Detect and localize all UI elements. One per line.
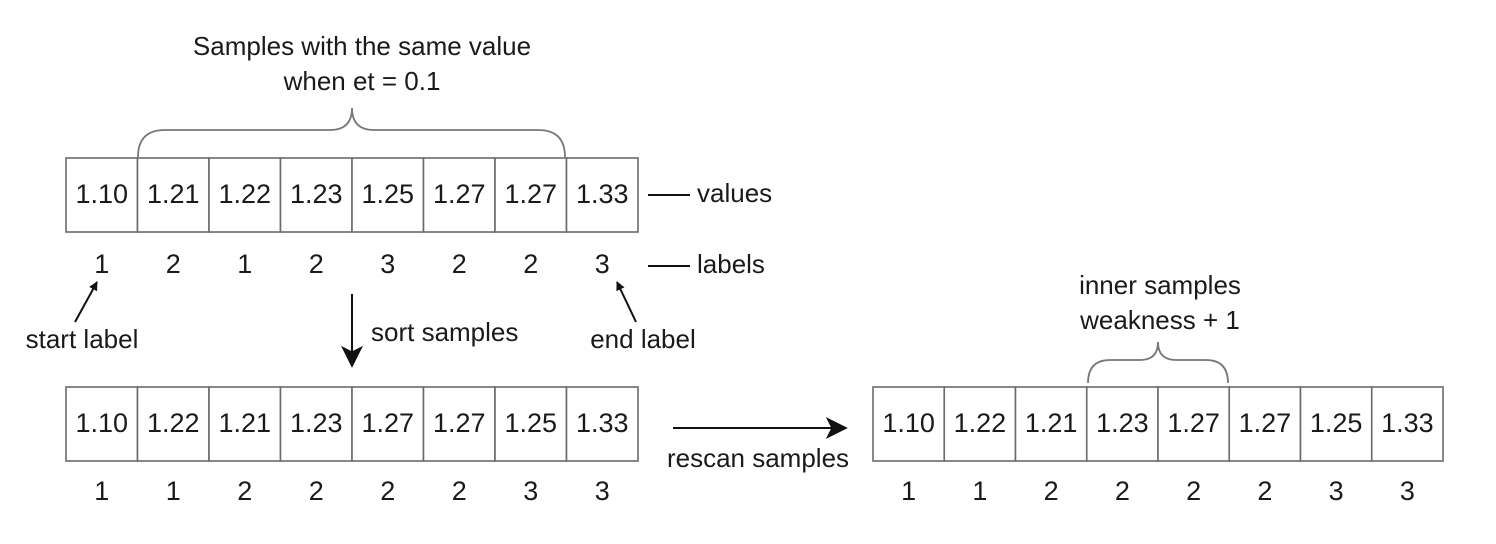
rescanned-label: 2 xyxy=(1186,476,1201,506)
original-label: 1 xyxy=(94,249,109,279)
same-value-caption-line2: when et = 0.1 xyxy=(283,66,441,96)
rescanned-label: 3 xyxy=(1400,476,1415,506)
original-label: 2 xyxy=(523,249,538,279)
sort-samples-text: sort samples xyxy=(371,317,518,347)
original-label: 2 xyxy=(309,249,324,279)
sorted-label: 3 xyxy=(523,476,538,506)
sorted-cell-value: 1.22 xyxy=(147,408,200,438)
original-cell-value: 1.27 xyxy=(433,179,486,209)
sorted-cell xyxy=(279,386,353,462)
original-cell-value: 1.10 xyxy=(75,179,128,209)
original-cell xyxy=(565,157,639,233)
inner-samples-caption-line2: weakness + 1 xyxy=(1079,305,1240,335)
original-cell xyxy=(208,157,282,233)
sorted-cell xyxy=(422,386,496,462)
rescanned-cell xyxy=(1157,386,1231,462)
original-cell xyxy=(65,157,139,233)
sorted-array: 1.10 1.22 1.21 1.23 1.27 1.27 1.25 1.33 1 1 2 2 2 2 3 3 xyxy=(65,386,639,506)
sorted-label: 2 xyxy=(309,476,324,506)
sorted-cell xyxy=(136,386,210,462)
original-label: 3 xyxy=(595,249,610,279)
rescanned-label: 1 xyxy=(972,476,987,506)
original-cell-value: 1.33 xyxy=(576,179,629,209)
rescanned-label: 1 xyxy=(901,476,916,506)
sorted-label: 1 xyxy=(94,476,109,506)
original-cell-value: 1.27 xyxy=(504,179,557,209)
rescanned-cell-value: 1.27 xyxy=(1239,408,1292,438)
sorted-cell-value: 1.33 xyxy=(576,408,629,438)
original-cell-value: 1.21 xyxy=(147,179,200,209)
rescanned-label: 2 xyxy=(1257,476,1272,506)
labels-legend: labels xyxy=(697,249,765,279)
start-label-arrow xyxy=(74,281,98,323)
rescanned-label: 3 xyxy=(1329,476,1344,506)
start-label-text: start label xyxy=(26,324,139,354)
rescanned-cell xyxy=(1370,386,1444,462)
sorted-cell xyxy=(351,386,425,462)
rescanned-cell xyxy=(1085,386,1159,462)
sorted-label: 2 xyxy=(380,476,395,506)
sorted-label: 2 xyxy=(452,476,467,506)
rescanned-cell-value: 1.23 xyxy=(1096,408,1149,438)
rescanned-cell xyxy=(1299,386,1373,462)
sorted-cell-value: 1.27 xyxy=(361,408,414,438)
rescanned-cell-value: 1.22 xyxy=(954,408,1007,438)
rescanned-cell xyxy=(872,386,946,462)
rescanned-cell xyxy=(1228,386,1302,462)
sorted-label: 1 xyxy=(166,476,181,506)
original-cell xyxy=(422,157,496,233)
original-label: 2 xyxy=(452,249,467,279)
original-cell xyxy=(351,157,425,233)
sorted-label: 2 xyxy=(237,476,252,506)
end-label-text: end label xyxy=(590,324,696,354)
sorted-cell xyxy=(565,386,639,462)
same-value-brace xyxy=(137,107,566,158)
inner-samples-brace xyxy=(1087,341,1229,384)
rescanned-cell-value: 1.10 xyxy=(882,408,935,438)
sorted-cell-value: 1.10 xyxy=(75,408,128,438)
sorted-cell-value: 1.23 xyxy=(290,408,343,438)
rescanned-label: 2 xyxy=(1044,476,1059,506)
inner-samples-caption-line1: inner samples xyxy=(1079,270,1241,300)
values-legend: values xyxy=(697,178,772,208)
original-cell-value: 1.22 xyxy=(218,179,271,209)
same-value-caption-line1: Samples with the same value xyxy=(193,31,531,61)
rescanned-cell-value: 1.25 xyxy=(1310,408,1363,438)
sorted-label: 3 xyxy=(595,476,610,506)
rescan-samples-text: rescan samples xyxy=(667,443,849,473)
original-array: 1.10 1.21 1.22 1.23 1.25 1.27 1.27 1.33 1 2 1 2 3 2 2 3 xyxy=(65,157,639,279)
original-cell xyxy=(494,157,568,233)
sorted-cell-value: 1.27 xyxy=(433,408,486,438)
sorted-cell-value: 1.25 xyxy=(504,408,557,438)
end-label-arrow xyxy=(616,281,637,323)
original-cell xyxy=(136,157,210,233)
original-cell-value: 1.23 xyxy=(290,179,343,209)
rescanned-cell xyxy=(1014,386,1088,462)
original-label: 3 xyxy=(380,249,395,279)
rescanned-label: 2 xyxy=(1115,476,1130,506)
sorted-cell xyxy=(65,386,139,462)
rescanned-cell-value: 1.33 xyxy=(1381,408,1434,438)
rescanned-array: 1.10 1.22 1.21 1.23 1.27 1.27 1.25 1.33 1 1 2 2 2 2 3 3 xyxy=(872,386,1444,506)
original-label: 2 xyxy=(166,249,181,279)
sorted-cell-value: 1.21 xyxy=(218,408,271,438)
rescanned-cell-value: 1.21 xyxy=(1025,408,1078,438)
original-label: 1 xyxy=(237,249,252,279)
original-cell-value: 1.25 xyxy=(361,179,414,209)
rescanned-cell-value: 1.27 xyxy=(1167,408,1220,438)
rescanned-cell xyxy=(943,386,1017,462)
